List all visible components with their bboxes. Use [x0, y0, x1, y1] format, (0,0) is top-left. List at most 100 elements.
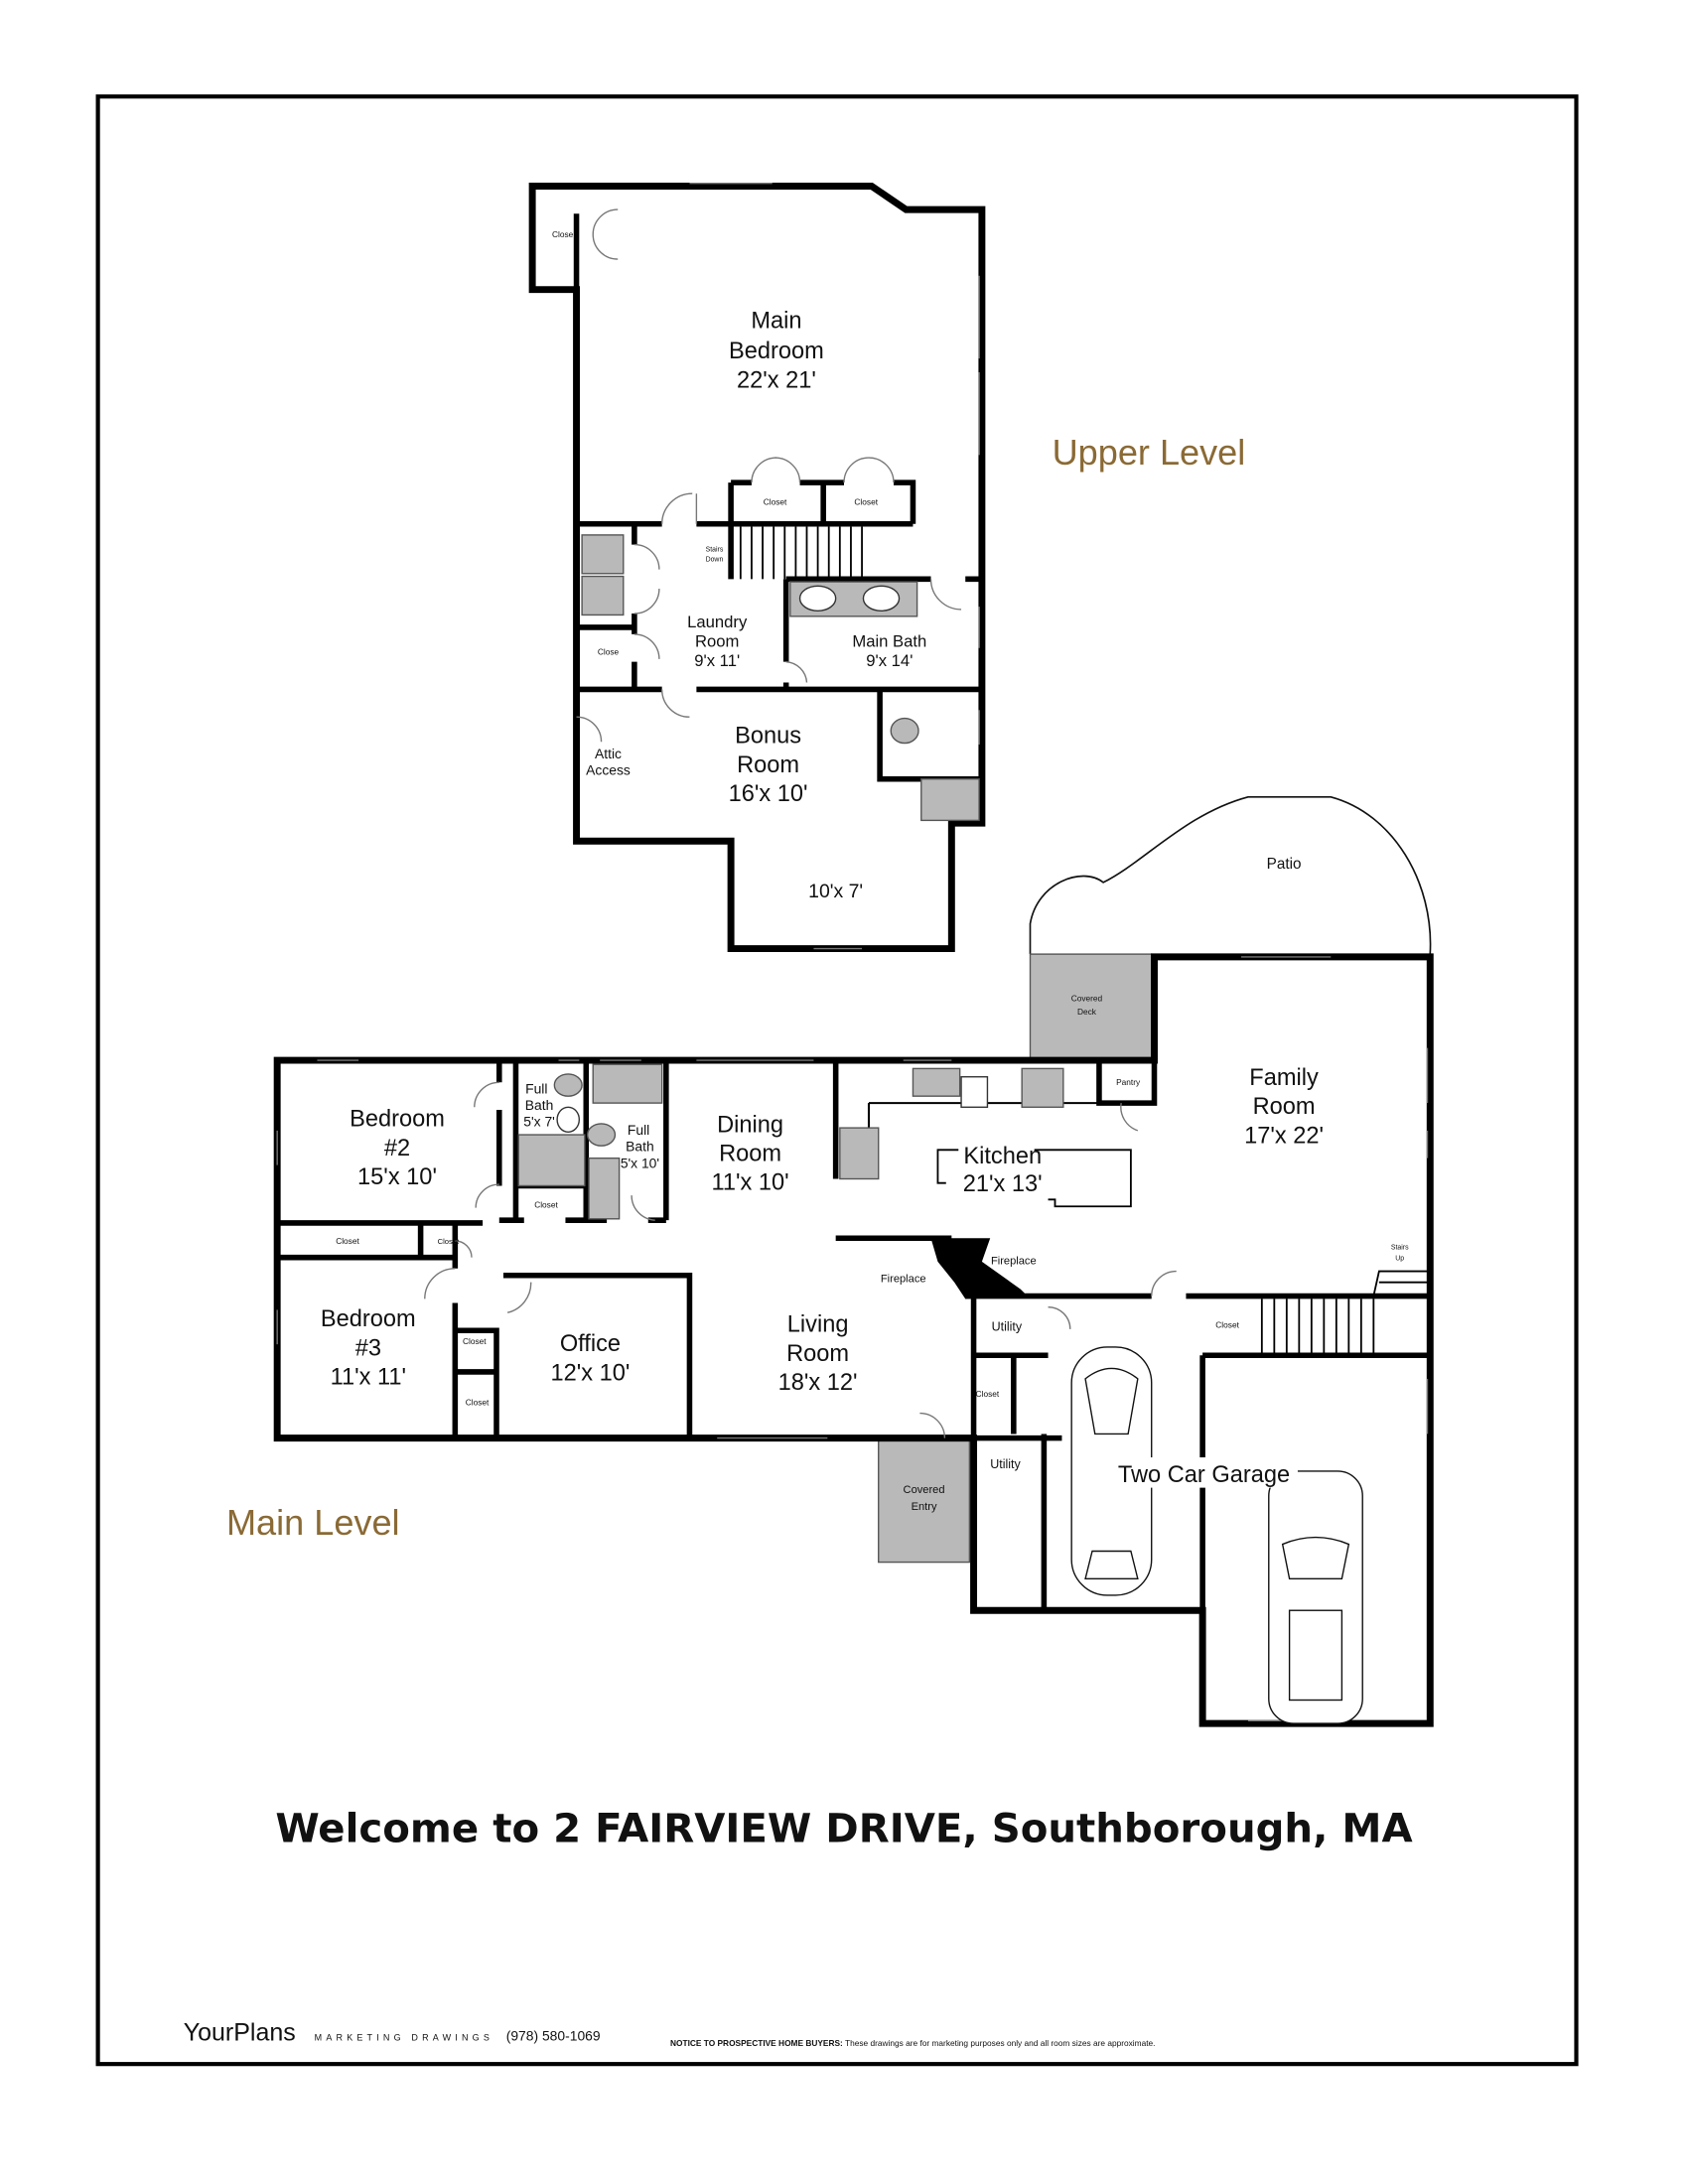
room-label: Close [598, 647, 620, 657]
toilet-icon [553, 1073, 583, 1097]
room-label: Room [1253, 1094, 1316, 1120]
upper-interior-walls [576, 479, 982, 782]
room-dimensions: 9'x 11' [694, 651, 740, 670]
room-label: Room [737, 752, 799, 778]
toilet-icon [890, 717, 919, 745]
room-label: Closet [336, 1236, 359, 1246]
room-label: Closet [764, 496, 787, 506]
washer-icon [581, 534, 625, 575]
sink-icon [862, 585, 901, 612]
room-label: Covered [904, 1484, 945, 1496]
range-icon [1021, 1067, 1064, 1108]
room-label: Room [786, 1341, 849, 1367]
room-label: Utility [990, 1457, 1021, 1471]
door-swing-icon [424, 1081, 1177, 1438]
room-dimensions: 21'x 13' [963, 1171, 1043, 1197]
upper-closet-wall [529, 186, 580, 290]
room-label: Kitchen [963, 1144, 1042, 1169]
sink-icon [798, 585, 837, 612]
room-label: Full [525, 1080, 547, 1096]
room-label: Family [1249, 1065, 1319, 1091]
room-label: Access [586, 762, 631, 778]
main-stairs-icon [1260, 1270, 1428, 1356]
room-dimensions: 12'x 10' [550, 1360, 630, 1386]
bathtub-icon [592, 1063, 663, 1104]
room-label: Closet [534, 1200, 558, 1210]
door-swing-icon [576, 208, 962, 743]
room-label: Full [628, 1122, 649, 1138]
room-label: Room [719, 1141, 781, 1166]
room-label: Utility [992, 1319, 1023, 1333]
room-label: Closet [976, 1389, 1000, 1399]
room-label: Closet [854, 496, 878, 506]
room-dimensions: 15'x 10' [357, 1164, 437, 1190]
room-label: Bonus [735, 724, 801, 750]
room-label: Closet [438, 1237, 460, 1246]
room-label: Patio [1267, 856, 1302, 873]
room-label: Closet [1215, 1320, 1239, 1330]
room-label: #3 [355, 1335, 381, 1361]
shower-icon [517, 1134, 586, 1187]
page-title: Welcome to 2 FAIRVIEW DRIVE, Southboroug… [275, 1807, 1412, 1852]
brand-phone: (978) 580-1069 [506, 2028, 601, 2044]
room-dimensions: 9'x 14' [866, 651, 913, 670]
stairs-label: Down [706, 556, 724, 563]
fireplace-label: Fireplace [991, 1256, 1037, 1268]
room-dimensions: 22'x 21' [737, 367, 816, 393]
kitchen-sink-icon [912, 1067, 961, 1097]
patio-outline [1029, 795, 1432, 955]
refrigerator-icon [839, 1127, 880, 1180]
room-dimensions: 5'x 10' [621, 1155, 659, 1170]
room-label: Living [787, 1312, 849, 1338]
notice-label: NOTICE TO PROSPECTIVE HOME BUYERS: [670, 2038, 843, 2048]
upper-stairs-icon [739, 526, 863, 580]
room-label: Close [552, 229, 574, 239]
shower-icon [920, 778, 980, 822]
room-dimensions: 5'x 7' [523, 1114, 555, 1130]
brand-tagline: MARKETING DRAWINGS [315, 2033, 493, 2043]
room-dimensions: 16'x 10' [729, 781, 808, 807]
room-label: #2 [384, 1136, 410, 1161]
stairs-label: Stairs [706, 547, 724, 554]
main-interior-walls [277, 1060, 1431, 1613]
fireplace-icon [930, 1238, 1028, 1299]
room-label: Closet [463, 1336, 487, 1346]
room-dimensions: 17'x 22' [1244, 1123, 1324, 1149]
room-label: Bath [626, 1139, 654, 1155]
upper-level-plan: Upper Level Close Main Bedroom 22'x 21' … [528, 183, 1246, 953]
heading-upper-level: Upper Level [1053, 432, 1246, 473]
stairs-label: Stairs [1391, 1244, 1409, 1251]
room-label: Office [560, 1331, 621, 1357]
room-dimensions: 18'x 12' [778, 1370, 858, 1396]
page-border [95, 94, 1579, 2067]
main-level-plan: Main Level Patio Covered Deck Pantry Fam… [226, 795, 1434, 1727]
room-label: Main Bath [852, 631, 926, 650]
toilet-icon [586, 1123, 617, 1147]
car-pickup-icon [1268, 1470, 1363, 1724]
brand-logo: YourPlans [184, 2019, 296, 2047]
garage-label-backdrop [1110, 1457, 1298, 1488]
room-label: Pantry [1116, 1077, 1141, 1087]
covered-deck [1029, 953, 1153, 1061]
room-label: Closet [466, 1397, 490, 1407]
room-label: Entry [912, 1501, 937, 1513]
notice-text: These drawings are for marketing purpose… [843, 2038, 1156, 2048]
room-label: Bedroom [321, 1306, 416, 1332]
room-label: Dining [717, 1112, 783, 1138]
dryer-icon [581, 575, 625, 616]
disclaimer-notice: NOTICE TO PROSPECTIVE HOME BUYERS: These… [670, 2038, 1155, 2048]
room-dimensions: 11'x 11' [331, 1364, 406, 1390]
heading-main-level: Main Level [226, 1502, 400, 1543]
room-dimensions: 10'x 7' [808, 881, 863, 902]
kitchen-island [936, 1149, 1132, 1208]
fireplace-label: Fireplace [881, 1274, 926, 1286]
room-label: Bath [525, 1097, 554, 1113]
footer: YourPlans MARKETING DRAWINGS (978) 580-1… [184, 2019, 1156, 2049]
stairs-label: Up [1395, 1255, 1404, 1262]
room-label: Bedroom [350, 1107, 445, 1133]
room-label: Laundry [687, 613, 748, 631]
room-dimensions: 11'x 10' [711, 1170, 788, 1196]
room-label: Bedroom [729, 339, 824, 364]
sink-icon [556, 1106, 581, 1133]
